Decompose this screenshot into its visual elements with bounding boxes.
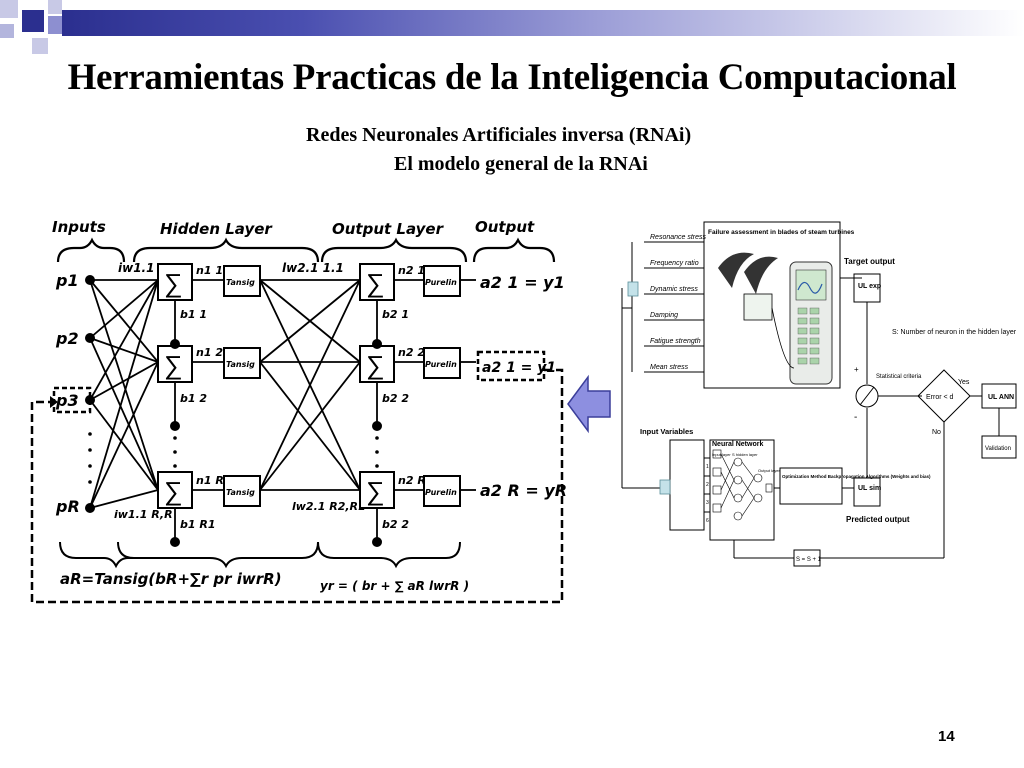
failure-box-title: Failure assessment in blades of steam tu…	[708, 229, 855, 236]
hidden-layer-label: S hidden layer	[732, 452, 758, 457]
counter-label: S = S + 1	[796, 557, 822, 563]
decor-square	[0, 0, 18, 18]
hidden-bias-3: b1 R1	[180, 518, 215, 531]
left-arrow-icon	[567, 374, 611, 434]
subtitle-1: Redes Neuronales Artificiales inversa (R…	[306, 124, 692, 146]
header-inputs: Inputs	[52, 218, 106, 236]
neural-network-label: Neural Network	[712, 441, 763, 448]
page-title: Herramientas Practicas de la Inteligenci…	[67, 57, 957, 98]
decor-gradient-bar	[62, 10, 1024, 36]
input-number: 1	[706, 464, 709, 470]
subtitle-2: El modelo general de la RNAi	[394, 153, 648, 175]
input-p1: p1	[55, 271, 79, 290]
output-weight-top: lw2.1 1.1	[282, 261, 344, 275]
output-a1: a2 1 = y1	[480, 273, 565, 292]
sum-icon: ∑	[366, 476, 385, 506]
header-decoration	[0, 0, 1024, 60]
tansig-label: Tansig	[226, 488, 255, 497]
purelin-label: Purelin	[425, 488, 457, 497]
stress-label: Resonance stress	[650, 234, 707, 241]
output-net-1: n2 1	[398, 264, 425, 277]
hidden-layer: ∑ ∑ ∑ b1 1 b1 2 b1 R1 n1 1 n1 2 n1 R Tan…	[157, 263, 261, 547]
formula-hidden: aR=Tansig(bR+∑r pr iwrR)	[60, 570, 282, 588]
turbine-device-illustration	[718, 252, 833, 385]
neural-network-diagram: Inputs Hidden Layer Output Layer Output …	[30, 218, 567, 604]
output-a1-boxed: a2 1 = y1	[482, 360, 556, 376]
tansig-label: Tansig	[226, 278, 255, 287]
validation-label: Validation	[985, 446, 1011, 452]
sum-icon: ∑	[164, 268, 183, 298]
decor-square	[48, 16, 62, 34]
minus-sign: -	[854, 412, 857, 423]
decor-square	[22, 10, 44, 32]
ul-exp-label: UL exp	[858, 283, 881, 290]
output-bias-2: b2 2	[382, 392, 409, 405]
decor-square	[48, 0, 62, 14]
ul-sim-label: UL sim	[858, 485, 881, 492]
output-net-2: n2 2	[398, 346, 425, 359]
stress-label: Mean stress	[650, 364, 689, 371]
decor-square	[0, 24, 14, 38]
purelin-label: Purelin	[425, 360, 457, 369]
input-number: 2	[706, 482, 709, 488]
hidden-bias-2: b1 2	[180, 392, 207, 405]
input-p2: p2	[55, 329, 79, 348]
target-output-label: Target output	[844, 257, 895, 266]
yes-label: Yes	[958, 379, 970, 386]
hidden-neuron-note: S: Number of neuron in the hidden layer	[892, 329, 1017, 336]
page-number: 14	[938, 728, 955, 745]
input-layer-label: Input layer	[712, 452, 731, 457]
no-label: No	[932, 429, 941, 436]
tansig-label: Tansig	[226, 360, 255, 369]
hidden-bias-1: b1 1	[180, 308, 207, 321]
hidden-net-2: n1 2	[196, 346, 223, 359]
input-variables-label: Input Variables	[640, 427, 693, 436]
decor-square	[32, 38, 48, 54]
stress-label: Damping	[650, 312, 678, 319]
plus-sign: +	[854, 365, 859, 374]
output-layer-label: Output layer	[758, 468, 780, 473]
header-hidden: Hidden Layer	[160, 220, 273, 238]
sum-icon: ∑	[164, 476, 183, 506]
stress-label: Fatigue strength	[650, 338, 701, 345]
output-aR: a2 R = yR	[480, 481, 567, 500]
input-number: 6	[706, 518, 709, 524]
input-number: 3	[706, 500, 709, 506]
purelin-label: Purelin	[425, 278, 457, 287]
optimization-method-label: Optimization Method Backpropagation Algo…	[782, 474, 931, 479]
formula-output: yr = ( br + ∑ aR lwrR )	[320, 579, 469, 593]
output-layer: ∑ ∑ ∑ b2 1 b2 2 b2 2 n2 1 n2 2 n2 R2 Pur…	[359, 263, 476, 547]
input-pR: pR	[55, 497, 80, 516]
flow-diagram: Resonance stress Frequency ratio Dynamic…	[621, 221, 1017, 567]
hidden-net-3: n1 R	[196, 474, 224, 487]
statistical-criteria-label: Statistical criteria	[876, 374, 922, 380]
header-output: Output	[475, 218, 535, 236]
sum-icon: ∑	[366, 268, 385, 298]
output-bias-3: b2 2	[382, 518, 409, 531]
hidden-net-1: n1 1	[196, 264, 223, 277]
error-check-label: Error < d	[926, 394, 954, 401]
output-bias-1: b2 1	[382, 308, 409, 321]
header-output-layer: Output Layer	[332, 220, 445, 238]
stress-label: Frequency ratio	[650, 260, 699, 267]
output-weight-bottom: lw2.1 R2,R1	[292, 500, 366, 513]
ul-ann-label: UL ANN	[988, 394, 1014, 401]
sum-icon: ∑	[366, 350, 385, 380]
hidden-weight-bottom: iw1.1 R,R	[114, 508, 173, 521]
input-p3: p3	[55, 391, 79, 410]
predicted-output-label: Predicted output	[846, 515, 910, 524]
stress-label: Dynamic stress	[650, 286, 698, 293]
sum-icon: ∑	[164, 350, 183, 380]
